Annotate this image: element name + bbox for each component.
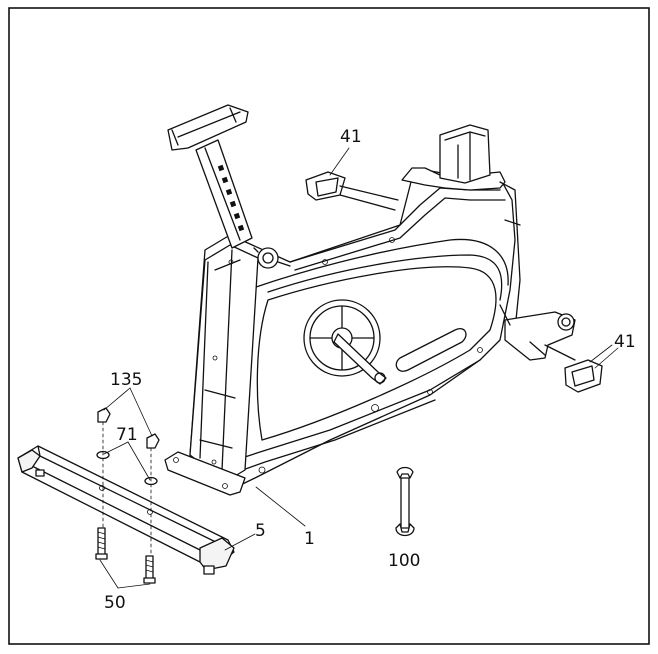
callout-41-right: 41 <box>614 332 636 352</box>
callout-135: 135 <box>110 370 142 390</box>
seat-post-holes <box>217 164 245 232</box>
callout-41-top: 41 <box>340 127 362 147</box>
part-41-top-end-cap <box>305 147 399 211</box>
alignment-lines <box>102 421 152 557</box>
part-41-right-end-cap <box>564 344 613 393</box>
crank-assembly <box>303 299 467 385</box>
front-stabilizer <box>17 445 235 575</box>
callout-1: 1 <box>304 529 315 549</box>
seat-post <box>167 104 291 269</box>
callout-5: 5 <box>255 521 266 541</box>
diagram-border <box>8 7 650 645</box>
rear-stabilizer <box>499 304 576 361</box>
wrench-100 <box>395 466 415 537</box>
leader-lines <box>99 347 619 589</box>
callout-50: 50 <box>104 593 126 613</box>
callout-labels: 41 41 135 71 5 1 100 50 <box>104 127 636 613</box>
cap-nuts-135 <box>97 407 160 449</box>
bolts-50 <box>95 527 156 584</box>
callout-71: 71 <box>116 425 138 445</box>
callout-100: 100 <box>388 551 420 571</box>
